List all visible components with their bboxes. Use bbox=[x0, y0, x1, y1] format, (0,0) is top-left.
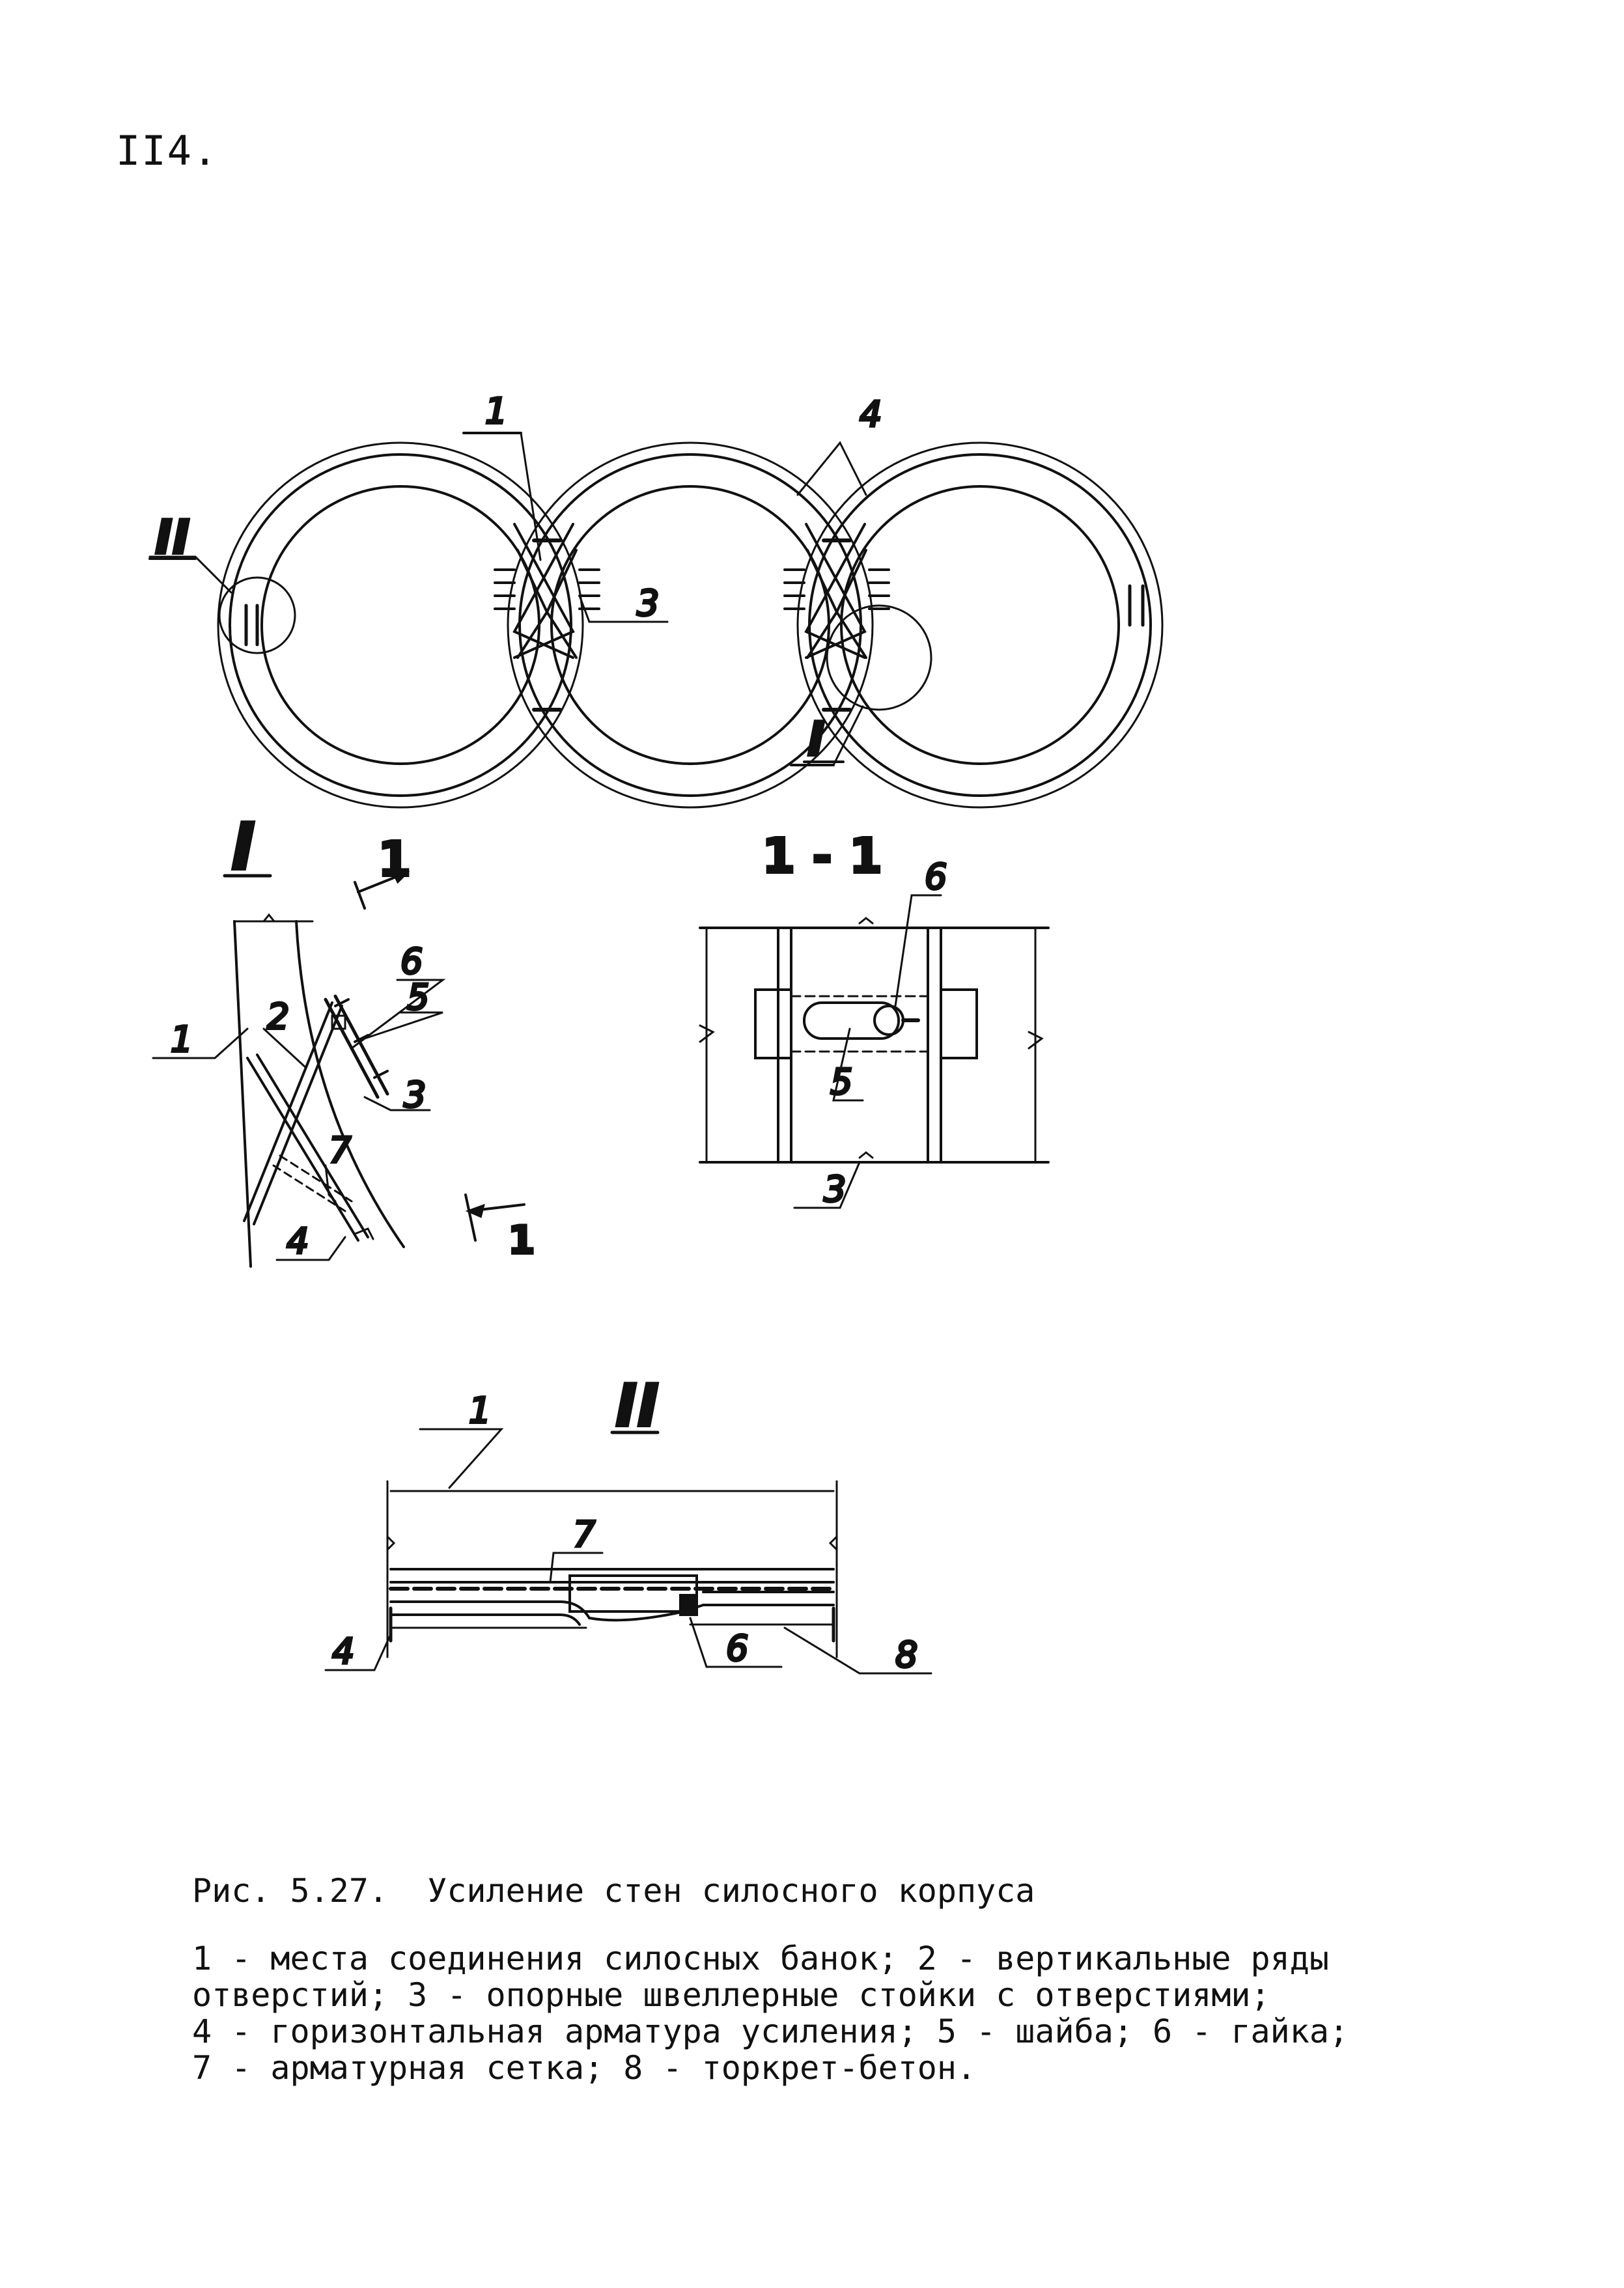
detail-II-drawing bbox=[324, 1428, 932, 1675]
section-1-1-drawing bbox=[699, 894, 1050, 1209]
detail-I-label-4: 4 bbox=[287, 1221, 309, 1262]
page-number: II4. bbox=[116, 127, 219, 174]
channel-stiffener bbox=[324, 994, 389, 1099]
detail-II-label-6: 6 bbox=[726, 1628, 748, 1669]
ring-gap-left bbox=[244, 604, 259, 647]
silo-bin-right bbox=[796, 441, 1164, 809]
legend-line: 4 - горизонтальная арматура усиления; 5 … bbox=[192, 2013, 1349, 2050]
cross-bar-a bbox=[246, 1053, 369, 1242]
detail-I-label-5: 5 bbox=[407, 977, 429, 1018]
detail-II-label-1: 1 bbox=[469, 1390, 491, 1431]
rebar-right bbox=[702, 1591, 835, 1606]
plan-view bbox=[148, 432, 1164, 809]
plan-label-detail-II: II bbox=[155, 510, 190, 565]
detail-II-label-8: 8 bbox=[895, 1634, 917, 1675]
detail-II-title: II bbox=[615, 1372, 659, 1440]
silo-bin-left bbox=[217, 441, 584, 809]
wall-right-edge bbox=[295, 920, 405, 1248]
washer-slot bbox=[803, 1001, 900, 1040]
detail-I-cut-bottom-label: 1 bbox=[508, 1218, 535, 1263]
plan-label-detail-I: I bbox=[807, 712, 825, 766]
leader-rebar-4 bbox=[796, 441, 867, 496]
leader-detail-II bbox=[148, 555, 232, 594]
channel-post-right bbox=[927, 927, 942, 1164]
rebar-left bbox=[389, 1600, 591, 1626]
section-1-1-title: 1 - 1 bbox=[762, 828, 882, 884]
channel-post-left bbox=[777, 927, 792, 1164]
figure-caption: Рис. 5.27. Усиление стен силосного корпу… bbox=[192, 1872, 1035, 1910]
joint-reinforcement-right bbox=[783, 523, 890, 712]
wall-left-edge bbox=[233, 920, 252, 1268]
detail-I-title: I bbox=[231, 809, 255, 885]
plan-label-joint: 1 bbox=[485, 391, 507, 432]
wall-face bbox=[389, 1568, 835, 1583]
detail-I-label-6: 6 bbox=[400, 941, 423, 982]
legend-line: отверстий; 3 - опорные швеллерные стойки… bbox=[192, 1976, 1270, 2014]
detail-I-drawing bbox=[152, 869, 525, 1268]
figure-legend: 1 - места соединения силосных банок; 2 -… bbox=[192, 1940, 1533, 2086]
plan-label-channel: 3 bbox=[637, 583, 659, 624]
clamp bbox=[568, 1574, 698, 1613]
detail-I-label-3: 3 bbox=[404, 1074, 426, 1115]
detail-II-label-4: 4 bbox=[332, 1631, 354, 1672]
section-label-3: 3 bbox=[824, 1169, 846, 1210]
detail-I-label-7: 7 bbox=[329, 1130, 351, 1171]
detail-I-cut-top-label: 1 bbox=[378, 831, 412, 887]
legend-line: 1 - места соединения силосных банок; 2 -… bbox=[192, 1940, 1329, 1977]
legend-line: 7 - арматурная сетка; 8 - торкрет-бетон. bbox=[192, 2049, 977, 2087]
cross-bar-b bbox=[243, 1001, 343, 1225]
plan-label-rebar: 4 bbox=[860, 394, 882, 435]
bracket-left bbox=[754, 988, 792, 1059]
detail-I-label-2: 2 bbox=[267, 996, 289, 1037]
detail-II-label-7: 7 bbox=[573, 1514, 595, 1555]
leader-channel-3 bbox=[578, 594, 669, 623]
ring-gap-right bbox=[1128, 584, 1145, 627]
bracket-right bbox=[940, 988, 978, 1059]
section-label-6: 6 bbox=[925, 856, 947, 897]
section-label-5: 5 bbox=[830, 1061, 852, 1102]
detail-II-callout bbox=[218, 576, 296, 654]
detail-I-label-1: 1 bbox=[171, 1019, 193, 1060]
detail-I-callout bbox=[826, 604, 932, 711]
